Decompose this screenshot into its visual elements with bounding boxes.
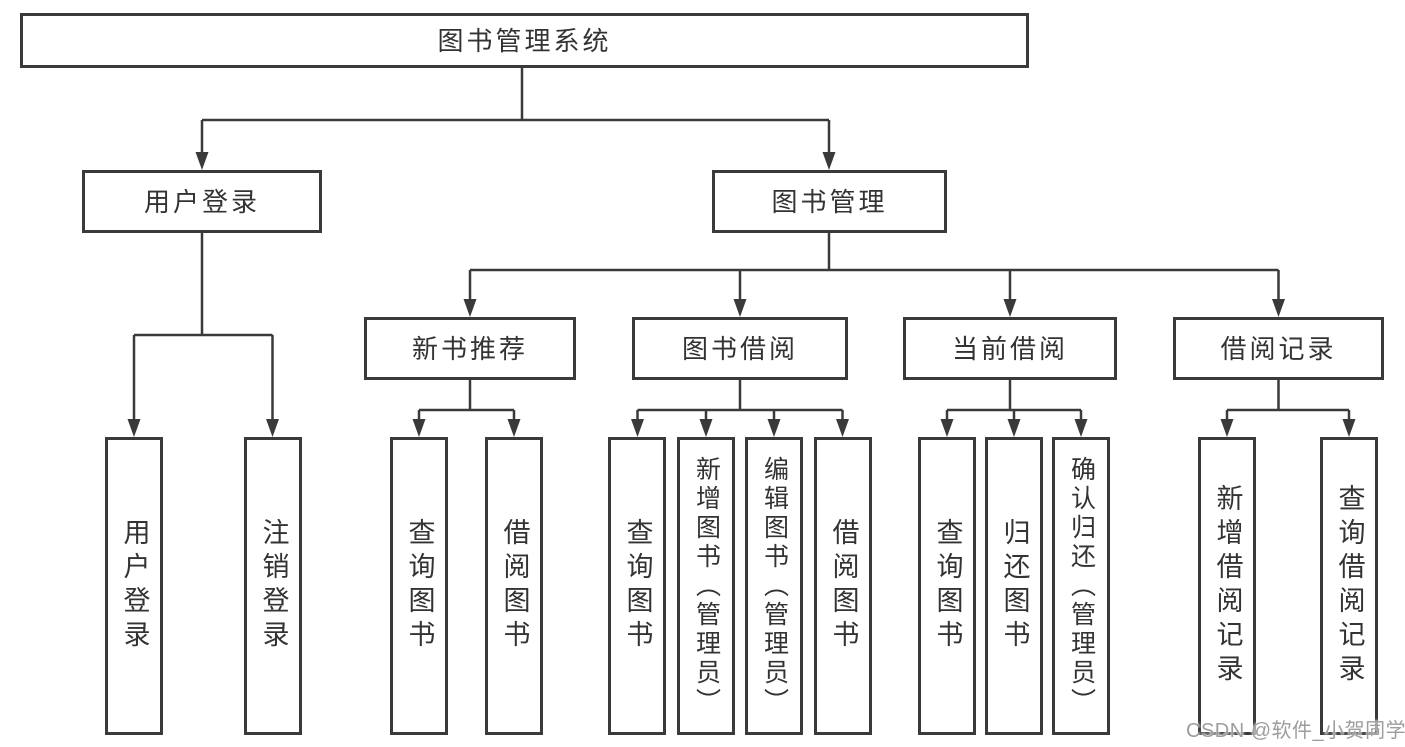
leaf-borrow-borrow-label: 借阅图书 (828, 518, 859, 654)
leaf-records-add: 新增借阅记录 (1198, 437, 1256, 735)
leaf-newbook-borrow: 借阅图书 (485, 437, 543, 735)
leaf-borrow-query-label: 查询图书 (622, 518, 653, 654)
leaf-logout-label: 注销登录 (258, 518, 289, 654)
leaf-current-confirm-admin: 确认归还（管理员） (1052, 437, 1110, 735)
node-borrow-records: 借阅记录 (1173, 317, 1384, 380)
leaf-user-login-label: 用户登录 (119, 518, 150, 654)
node-book-borrow-label: 图书借阅 (681, 333, 798, 364)
node-new-book-recommend-label: 新书推荐 (411, 333, 528, 364)
arrowheads (127, 152, 1356, 437)
leaf-newbook-borrow-label: 借阅图书 (499, 518, 530, 654)
leaf-records-query: 查询借阅记录 (1320, 437, 1378, 735)
leaf-records-add-label: 新增借阅记录 (1212, 484, 1243, 688)
leaf-newbook-query: 查询图书 (390, 437, 448, 735)
leaf-user-login: 用户登录 (105, 437, 163, 735)
leaf-current-query-label: 查询图书 (932, 518, 963, 654)
node-user-login: 用户登录 (82, 170, 322, 233)
leaf-current-query: 查询图书 (918, 437, 976, 735)
node-user-login-label: 用户登录 (143, 186, 260, 217)
node-borrow-records-label: 借阅记录 (1220, 333, 1337, 364)
leaf-borrow-query: 查询图书 (608, 437, 666, 735)
leaf-records-query-label: 查询借阅记录 (1334, 484, 1365, 688)
leaf-borrow-add-admin: 新增图书（管理员） (677, 437, 735, 735)
leaf-current-confirm-admin-label: 确认归还（管理员） (1067, 455, 1096, 717)
node-current-borrow-label: 当前借阅 (951, 333, 1068, 364)
leaf-borrow-edit-admin: 编辑图书（管理员） (745, 437, 803, 735)
node-root-label: 图书管理系统 (437, 25, 612, 56)
leaf-current-return: 归还图书 (985, 437, 1043, 735)
node-book-management-label: 图书管理 (771, 186, 888, 217)
leaf-borrow-borrow: 借阅图书 (814, 437, 872, 735)
node-book-borrow: 图书借阅 (632, 317, 848, 380)
node-book-management: 图书管理 (712, 170, 947, 233)
leaf-newbook-query-label: 查询图书 (404, 518, 435, 654)
leaf-borrow-edit-admin-label: 编辑图书（管理员） (760, 455, 789, 717)
node-current-borrow: 当前借阅 (903, 317, 1117, 380)
csdn-watermark: CSDN @软件_小贺同学 (1186, 720, 1405, 742)
leaf-logout: 注销登录 (244, 437, 302, 735)
node-new-book-recommend: 新书推荐 (364, 317, 576, 380)
leaf-current-return-label: 归还图书 (999, 518, 1030, 654)
leaf-borrow-add-admin-label: 新增图书（管理员） (692, 455, 721, 717)
node-root: 图书管理系统 (20, 13, 1029, 68)
